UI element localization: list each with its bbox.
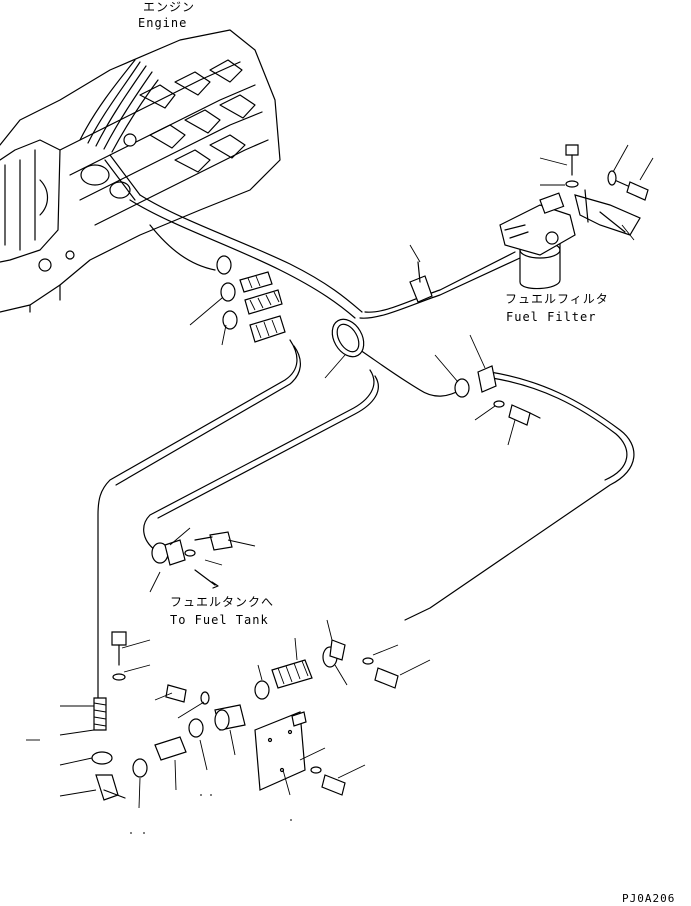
fuel-filter-label-jp: フュエルフィルタ [505,292,609,306]
fuel-filter [409,144,649,303]
hose-clamps-upper [216,255,286,343]
drawing-code: PJ0A206 [622,892,676,905]
to-fuel-tank-label-jp: フュエルタンクへ [170,595,275,609]
lower-left-parts [91,631,246,801]
engine-label-jp: エンジン [143,0,196,14]
fuel-lines-upper [97,194,635,701]
leader-lines [26,144,654,834]
fuel-tank-fitting [151,531,233,589]
to-fuel-tank-label-en: To Fuel Tank [170,613,269,627]
engine-label-en: Engine [138,16,188,30]
engine-block [0,29,281,313]
lower-right-parts [254,639,399,796]
fuel-filter-label-en: Fuel Filter [506,310,597,324]
clamp-bolt-mid-right [454,365,541,426]
